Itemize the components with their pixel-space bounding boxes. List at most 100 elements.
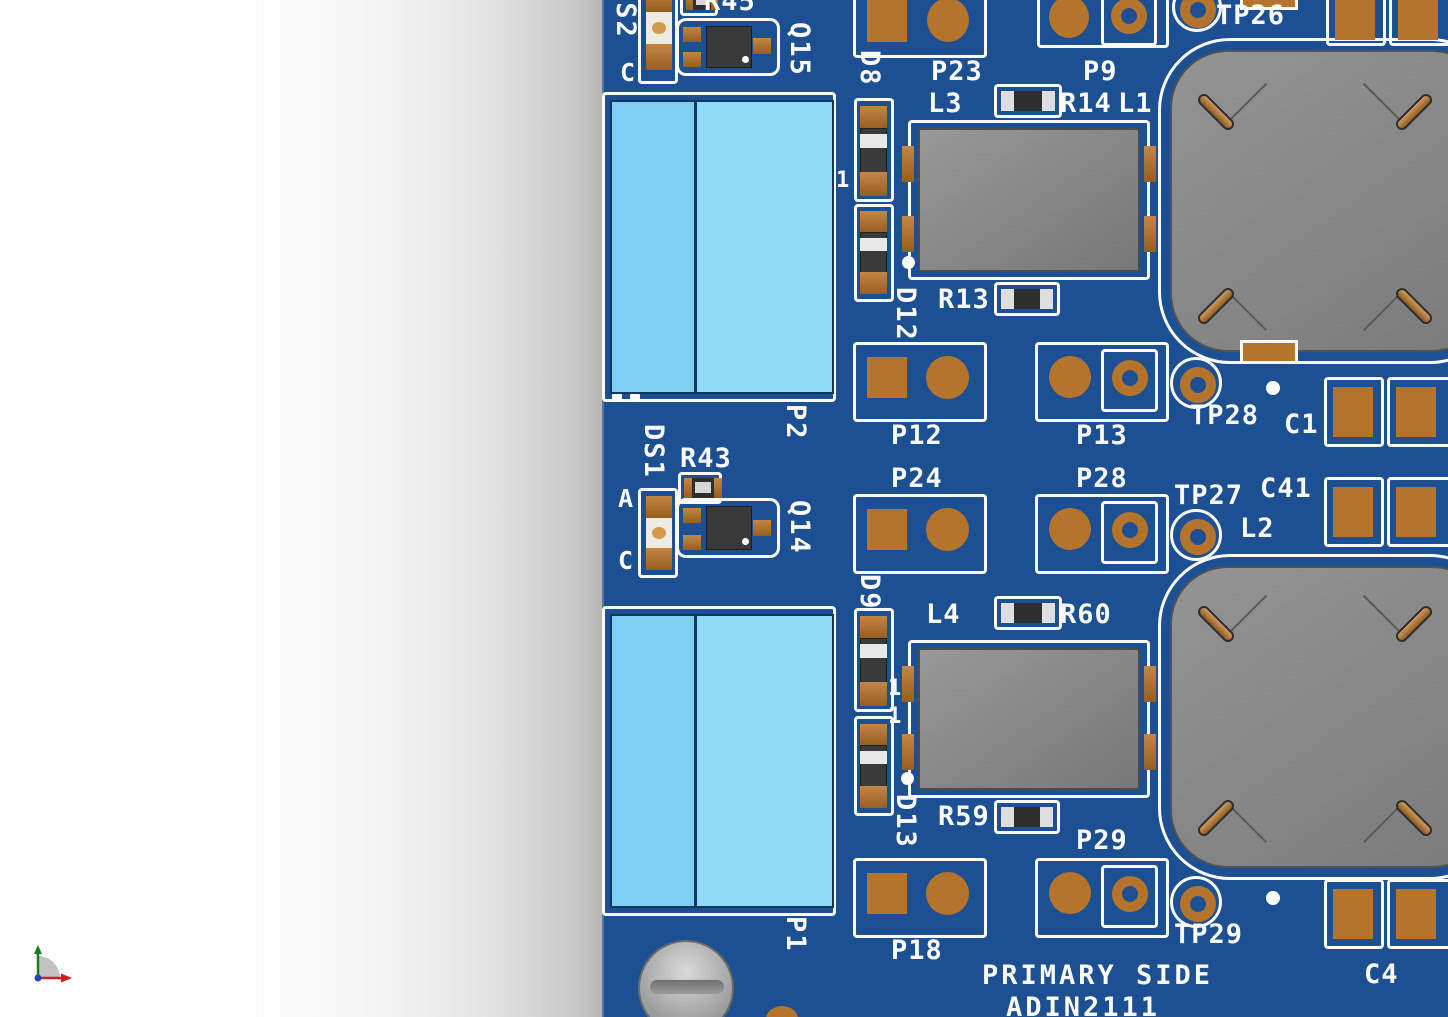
resistor-r59-body (1014, 807, 1040, 827)
transistor-q14-pad (683, 535, 701, 550)
transformer-top-outline[interactable] (1158, 38, 1448, 364)
connector-p28-hole-outline (1101, 501, 1158, 564)
resistor-r45-pad (711, 0, 718, 10)
refdes-p24: P24 (891, 463, 943, 494)
diode-d8-outline[interactable] (854, 98, 894, 202)
testpoint-tp28-outline[interactable] (1170, 357, 1222, 409)
ds1-cathode-mark: C (618, 546, 635, 575)
inductor-l3-pad (902, 216, 914, 252)
transistor-q15-outline[interactable] (676, 18, 780, 76)
resistor-r14-outline[interactable] (994, 84, 1062, 118)
diode-d13-band (860, 751, 887, 764)
testpoint-tp28-pad (1180, 367, 1216, 403)
connector-p29-hole-outline (1101, 865, 1158, 928)
board-title-primary-side: PRIMARY SIDE (982, 960, 1214, 991)
x-axis-arrowhead (61, 973, 72, 983)
transistor-q14-pad (683, 508, 701, 523)
axis-gizmo[interactable] (28, 942, 74, 992)
capacitor-c1-outline[interactable] (1324, 377, 1384, 447)
resistor-r59-pad (1001, 807, 1014, 827)
inductor-l4-body[interactable] (918, 648, 1140, 790)
resistor-r59-pad (1040, 807, 1053, 827)
capacitor-outline[interactable] (1387, 879, 1448, 949)
transformer-bottom-outline[interactable] (1158, 554, 1448, 880)
ds1-anode-mark: A (618, 484, 635, 513)
resistor-r60-outline[interactable] (994, 596, 1062, 630)
refdes-p18: P18 (891, 935, 943, 966)
capacitor-outline[interactable] (1387, 377, 1448, 447)
connector-p2-outline[interactable] (602, 92, 836, 402)
testpoint-tp29-outline[interactable] (1170, 876, 1222, 928)
connector-p13-outline[interactable] (1035, 342, 1169, 422)
connector-p29-round-pad (1049, 872, 1091, 914)
refdes-r45: R45 (704, 0, 756, 17)
copper-tab (1240, 340, 1298, 364)
capacitor-outline[interactable] (1326, 0, 1386, 46)
connector-p23-outline[interactable] (853, 0, 987, 58)
refdes-r14: R14 (1060, 88, 1112, 119)
l3-pin1-dot (902, 256, 915, 269)
diode-d8-band (860, 134, 887, 148)
inductor-l4-outline[interactable] (908, 640, 1150, 798)
connector-p18-round-pad (926, 872, 969, 915)
mounting-screw[interactable] (638, 940, 734, 1017)
connector-p24-round-pad (926, 508, 969, 551)
capacitor-pad (1396, 889, 1436, 939)
capacitor-c41-outline[interactable] (1324, 477, 1384, 547)
d8-pin1-mark: 1 (836, 168, 851, 193)
capacitor-c4-outline[interactable] (1324, 879, 1384, 949)
diode-d8-pad (860, 106, 887, 128)
connector-p1-outline[interactable] (602, 606, 836, 916)
inductor-l3-body[interactable] (918, 128, 1140, 272)
connector-p9-outline[interactable] (1037, 0, 1169, 48)
connector-p12-outline[interactable] (853, 342, 987, 422)
connector-p29-outline[interactable] (1035, 858, 1169, 938)
resistor-r43-pad (684, 478, 692, 498)
refdes-p29: P29 (1076, 825, 1128, 856)
connector-p28-outline[interactable] (1035, 494, 1169, 574)
connector-p24-square-pad (867, 509, 907, 550)
diode-d12-pad (860, 211, 887, 232)
transistor-q14-dot (742, 538, 749, 545)
refdes-tp29: TP29 (1174, 919, 1244, 950)
diode-d12-pad (860, 272, 887, 294)
testpoint-tp27-outline[interactable] (1170, 509, 1222, 561)
refdes-l3: L3 (928, 88, 963, 119)
connector-p24-outline[interactable] (853, 494, 987, 574)
resistor-r59-outline[interactable] (994, 800, 1060, 834)
resistor-r13-outline[interactable] (994, 282, 1060, 316)
transistor-q14-outline[interactable] (676, 498, 780, 558)
led-ds2-pad (646, 0, 672, 12)
refdes-tp26: TP26 (1216, 0, 1286, 31)
connector-p18-outline[interactable] (853, 858, 987, 938)
z-axis-dot (34, 974, 42, 982)
resistor-r13-body (1014, 289, 1040, 309)
inductor-l4-pad (1144, 734, 1156, 770)
capacitor-c1-pad (1333, 387, 1373, 437)
testpoint-tp27-pad (1180, 519, 1216, 555)
resistor-r14-pad (1001, 91, 1014, 111)
refdes-r13: R13 (938, 284, 990, 315)
capacitor-outline[interactable] (1389, 0, 1448, 46)
capacitor-outline[interactable] (1387, 477, 1448, 547)
diode-d12-outline[interactable] (854, 204, 894, 302)
inductor-l3-outline[interactable] (908, 120, 1150, 280)
diode-d9-outline[interactable] (854, 608, 894, 712)
diode-d13-outline[interactable] (854, 716, 894, 816)
refdes-q14: Q14 (784, 500, 815, 555)
resistor-r60-body (1014, 603, 1042, 623)
resistor-r45-pad (686, 0, 693, 10)
connector-p18-square-pad (867, 873, 907, 914)
board-edge (602, 0, 604, 1017)
led-ds1-pad (646, 496, 672, 518)
refdes-p1: P1 (780, 916, 811, 953)
capacitor-pad (1398, 0, 1438, 40)
refdes-c1: C1 (1284, 409, 1319, 440)
connector-p2-left-half (612, 102, 695, 392)
capacitor-c41-pad (1333, 487, 1373, 537)
connector-p2-divider (694, 102, 697, 392)
led-ds2-pad (646, 44, 672, 70)
connector-p1-left-half (612, 616, 695, 906)
connector-p23-round-pad (927, 0, 969, 42)
